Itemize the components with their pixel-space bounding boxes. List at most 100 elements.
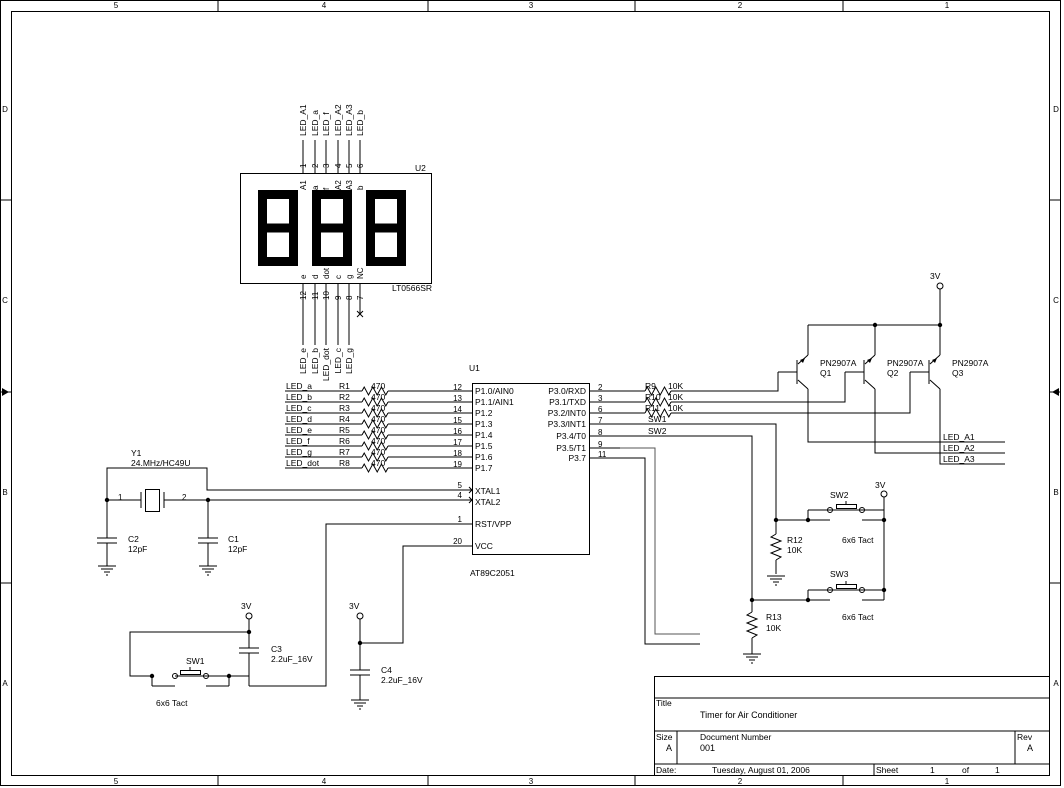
net-label: LED_dot	[286, 458, 320, 468]
pin-number: 4	[458, 491, 463, 500]
segment	[397, 228, 406, 266]
resistor-ref: R1	[339, 381, 350, 391]
border-row-label: A	[1053, 679, 1059, 688]
sheet-value: 1	[930, 765, 935, 775]
pin-name: A2	[334, 180, 343, 190]
resistor-symbol	[361, 451, 389, 463]
segment	[289, 190, 298, 228]
date-value: Tuesday, August 01, 2006	[712, 765, 810, 775]
segment	[366, 228, 375, 266]
border-col-label: 2	[738, 777, 743, 786]
segment	[366, 190, 375, 228]
pin-name: NC	[356, 267, 365, 279]
pin-name: a	[311, 185, 320, 190]
pin-name: P1.1/AIN1	[475, 397, 514, 407]
crystal-pin2: 2	[182, 493, 187, 502]
pin-number: 2	[598, 383, 603, 392]
pin-name: P1.2	[475, 408, 493, 418]
pin-number: 3	[322, 163, 331, 168]
pin-name: P1.6	[475, 452, 493, 462]
digit-glyph	[258, 190, 298, 266]
pin-number: 11	[598, 450, 607, 459]
net-label: LED_A1	[298, 104, 308, 136]
net-label: LED_c	[333, 347, 343, 373]
crystal-part: 24.MHz/HC49U	[131, 458, 191, 468]
border-col-label: 3	[529, 777, 534, 786]
pin-name: b	[356, 185, 365, 190]
net-label: LED_a	[310, 110, 320, 136]
resistor-symbol	[361, 462, 389, 474]
pin-number: 14	[453, 405, 462, 414]
segment	[258, 190, 298, 199]
cap-ref: C4	[381, 665, 392, 675]
power-label: 3V	[930, 271, 941, 281]
segment	[366, 190, 406, 199]
segment	[312, 228, 321, 266]
pin-number: 17	[453, 438, 462, 447]
resistor-ref: R10	[645, 392, 661, 402]
pin-name: e	[299, 274, 308, 279]
net-label: LED_g	[286, 447, 312, 457]
pin-number: 9	[334, 295, 343, 300]
resistor-value: 470	[371, 447, 385, 457]
segment	[258, 190, 267, 228]
mcu-ref: U1	[469, 363, 480, 373]
display-part: LT0566SR	[392, 283, 432, 293]
net-label: LED_e	[298, 348, 308, 374]
segment	[366, 223, 406, 233]
pin-name: P1.3	[475, 419, 493, 429]
rev-label: Rev	[1017, 732, 1033, 742]
pin-number: 12	[299, 291, 308, 300]
segment	[312, 190, 321, 228]
resistor-ref: R3	[339, 403, 350, 413]
vcc-decoupling: 3V C4 2.2uF_16V	[349, 545, 440, 710]
pin-name: A1	[299, 180, 308, 190]
transistor-ref: Q2	[887, 368, 899, 378]
pin-number: 18	[453, 449, 462, 458]
net-label: LED_f	[286, 436, 310, 446]
pin-number: 1	[299, 163, 308, 168]
switch-part: 6x6 Tact	[156, 698, 188, 708]
resistor-value: 470	[371, 425, 385, 435]
pin-number: 8	[598, 428, 603, 437]
border-row-label: D	[1053, 105, 1059, 114]
border-row-label: D	[2, 105, 8, 114]
pin-name: P3.1/TXD	[549, 397, 586, 407]
pin-number: 5	[458, 481, 463, 490]
pin-name: g	[345, 275, 354, 279]
resistor-ref: R12	[787, 535, 803, 545]
resistor-value: 10K	[668, 381, 683, 391]
segment	[258, 228, 267, 266]
resistor-ref: R8	[339, 458, 350, 468]
border-col-label: 5	[114, 777, 119, 786]
border-row-label: A	[2, 679, 8, 688]
net-label: LED_c	[286, 403, 312, 413]
display-u2: U2 LT0566SR LED_A11A1LED_a2aLED_f3fLED_A…	[240, 104, 432, 381]
pin-name: c	[334, 275, 343, 279]
resistor-value: 470	[371, 436, 385, 446]
segment	[397, 190, 406, 228]
switch-ref: SW3	[830, 569, 849, 579]
power-label: 3V	[875, 480, 886, 490]
segment	[312, 223, 352, 233]
pin-number: 11	[311, 291, 320, 300]
transistor-drivers: 3V PN2907AQ1LED_A1PN2907AQ2LED_A2PN2907A…	[671, 271, 1005, 465]
pin-number: 15	[453, 416, 462, 425]
border-col-label: 3	[529, 1, 534, 10]
resistor-ref: R9	[645, 381, 656, 391]
size-label: Size	[656, 732, 673, 742]
ground-symbol	[98, 565, 116, 576]
net-label: LED_g	[344, 348, 354, 374]
pin-number: 20	[453, 537, 462, 546]
resistor-ref: R5	[339, 425, 350, 435]
date-label: Date:	[656, 765, 676, 775]
